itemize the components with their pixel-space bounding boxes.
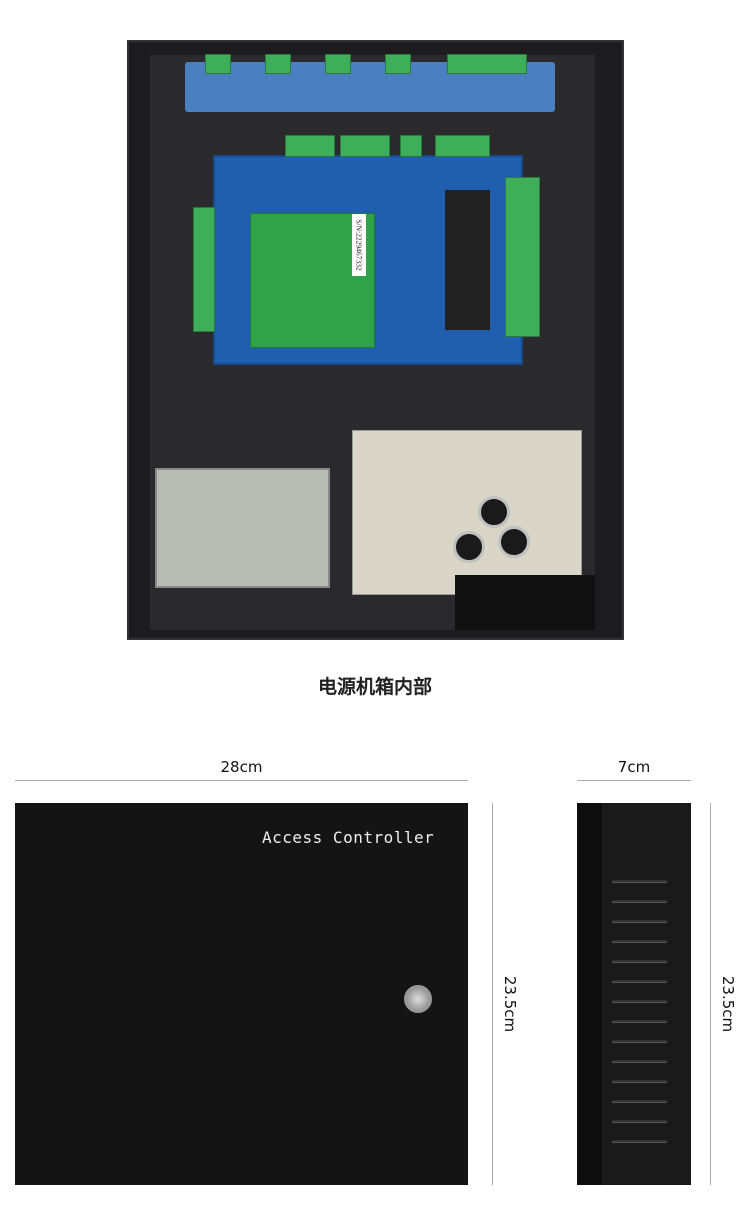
depth-label: 7cm — [617, 758, 651, 776]
serial-number-label: S/N:2229467332 — [352, 214, 366, 276]
front-panel-label: Access Controller — [262, 828, 435, 847]
lock-icon — [404, 985, 432, 1013]
front-height-dimension-line — [492, 803, 493, 1185]
expansion-board — [185, 54, 555, 112]
side-flange — [577, 803, 602, 1185]
front-height-label: 23.5cm — [501, 975, 520, 1033]
relay-bank — [445, 190, 490, 330]
front-panel-photo — [15, 803, 468, 1185]
depth-dimension-line — [577, 780, 691, 781]
width-label: 28cm — [220, 758, 263, 776]
interior-caption: 电源机箱内部 — [317, 676, 432, 698]
width-dimension-line — [15, 780, 468, 781]
transformer — [155, 468, 330, 588]
power-supply-board — [352, 430, 582, 595]
side-height-dimension-line — [710, 803, 711, 1185]
side-height-label: 23.5cm — [719, 975, 738, 1033]
serial-number-text: S/N:2229467332 — [354, 219, 364, 271]
heatsink — [455, 575, 595, 630]
